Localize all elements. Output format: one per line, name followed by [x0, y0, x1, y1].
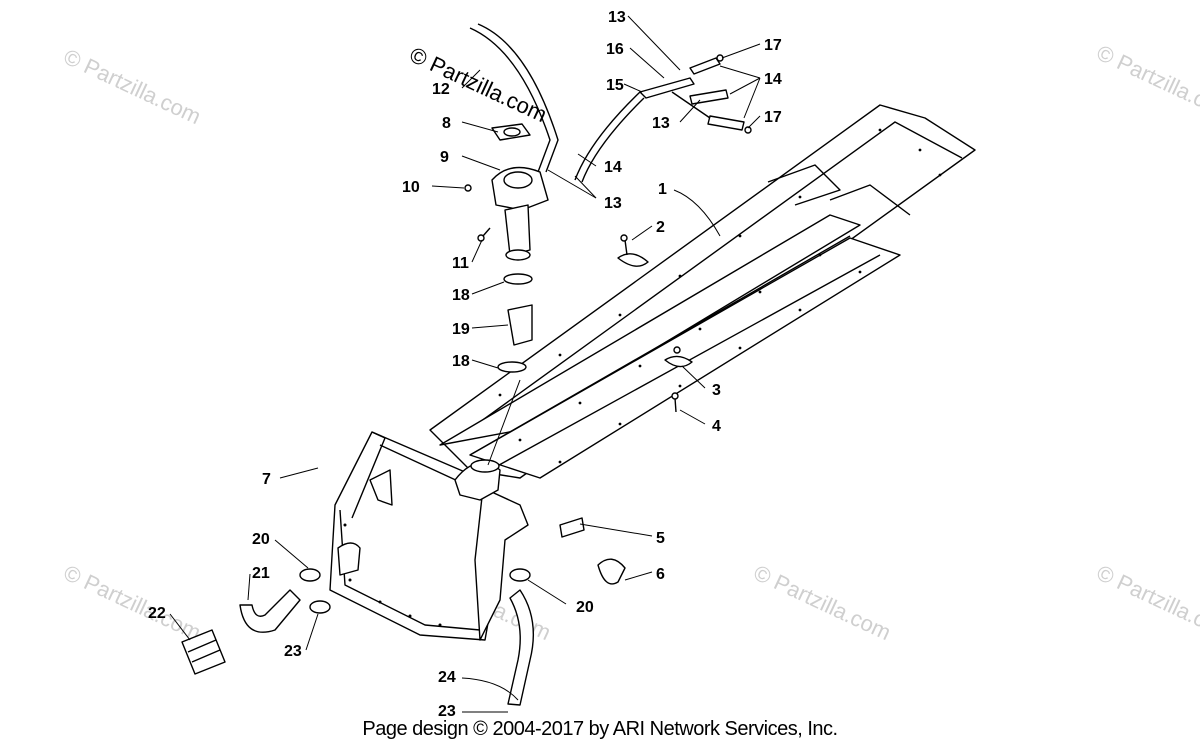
clamp-23-left [309, 600, 331, 614]
callout-2: 2 [656, 219, 665, 236]
clamp-20-right [509, 568, 531, 582]
callout-20-left: 20 [252, 531, 270, 548]
callout-6: 6 [656, 566, 665, 583]
watermark-mid-right1: © Partzilla.com [750, 560, 895, 645]
callout-17-bottom: 17 [764, 109, 782, 126]
watermark-top-right: © Partzilla.com [1093, 40, 1200, 125]
callout-13-top: 13 [608, 9, 626, 26]
callout-17-top: 17 [764, 37, 782, 54]
mount-6 [597, 558, 626, 585]
leader-lines [169, 15, 761, 713]
callout-8: 8 [442, 115, 451, 132]
vent-line-assembly [574, 54, 752, 183]
clamp-20-left [299, 568, 321, 582]
clip-3 [664, 346, 693, 368]
callout-14-lower: 14 [604, 159, 622, 176]
callout-10: 10 [402, 179, 420, 196]
callout-5: 5 [656, 530, 665, 547]
callout-22: 22 [148, 605, 166, 622]
callout-16: 16 [606, 41, 624, 58]
watermark-main: © Partzilla.com [406, 42, 551, 127]
callout-24: 24 [438, 669, 456, 686]
callout-3: 3 [712, 382, 721, 399]
callout-20-right: 20 [576, 599, 594, 616]
end-cap-housing [329, 431, 529, 641]
callout-1: 1 [658, 181, 667, 198]
watermark-top-left: © Partzilla.com [60, 44, 205, 129]
filler-neck [464, 123, 549, 261]
callout-14-right: 14 [764, 71, 782, 88]
callout-4: 4 [712, 418, 721, 435]
callout-18-upper: 18 [452, 287, 470, 304]
parts [181, 23, 976, 706]
watermark-mid-left: © Partzilla.com [60, 560, 205, 645]
callout-21: 21 [252, 565, 270, 582]
overflow-hose-12 [469, 23, 559, 173]
callout-7: 7 [262, 471, 271, 488]
bracket-2 [617, 234, 649, 267]
callout-19: 19 [452, 321, 470, 338]
callout-23-bottom: 23 [438, 703, 456, 720]
callout-13-mid: 13 [652, 115, 670, 132]
callout-15: 15 [606, 77, 624, 94]
hose-24 [507, 589, 535, 706]
footer-copyright: Page design © 2004-2017 by ARI Network S… [362, 718, 838, 740]
hose-19 [507, 304, 533, 346]
bolt-4 [671, 392, 679, 413]
callout-18-lower: 18 [452, 353, 470, 370]
callout-11: 11 [452, 255, 469, 272]
callout-12: 12 [432, 81, 450, 98]
watermark-mid-right2: © Partzilla.com [1093, 560, 1200, 645]
hose-22 [181, 629, 226, 675]
callouts: 1 2 3 4 5 6 7 8 9 10 11 12 13 13 13 14 1… [148, 9, 782, 720]
callout-13-lower: 13 [604, 195, 622, 212]
bracket-5 [559, 517, 585, 538]
clamp-18-lower [497, 361, 527, 373]
clamp-18-upper [503, 273, 533, 285]
callout-9: 9 [440, 149, 449, 166]
callout-23-left: 23 [284, 643, 302, 660]
hose-21 [239, 589, 301, 633]
